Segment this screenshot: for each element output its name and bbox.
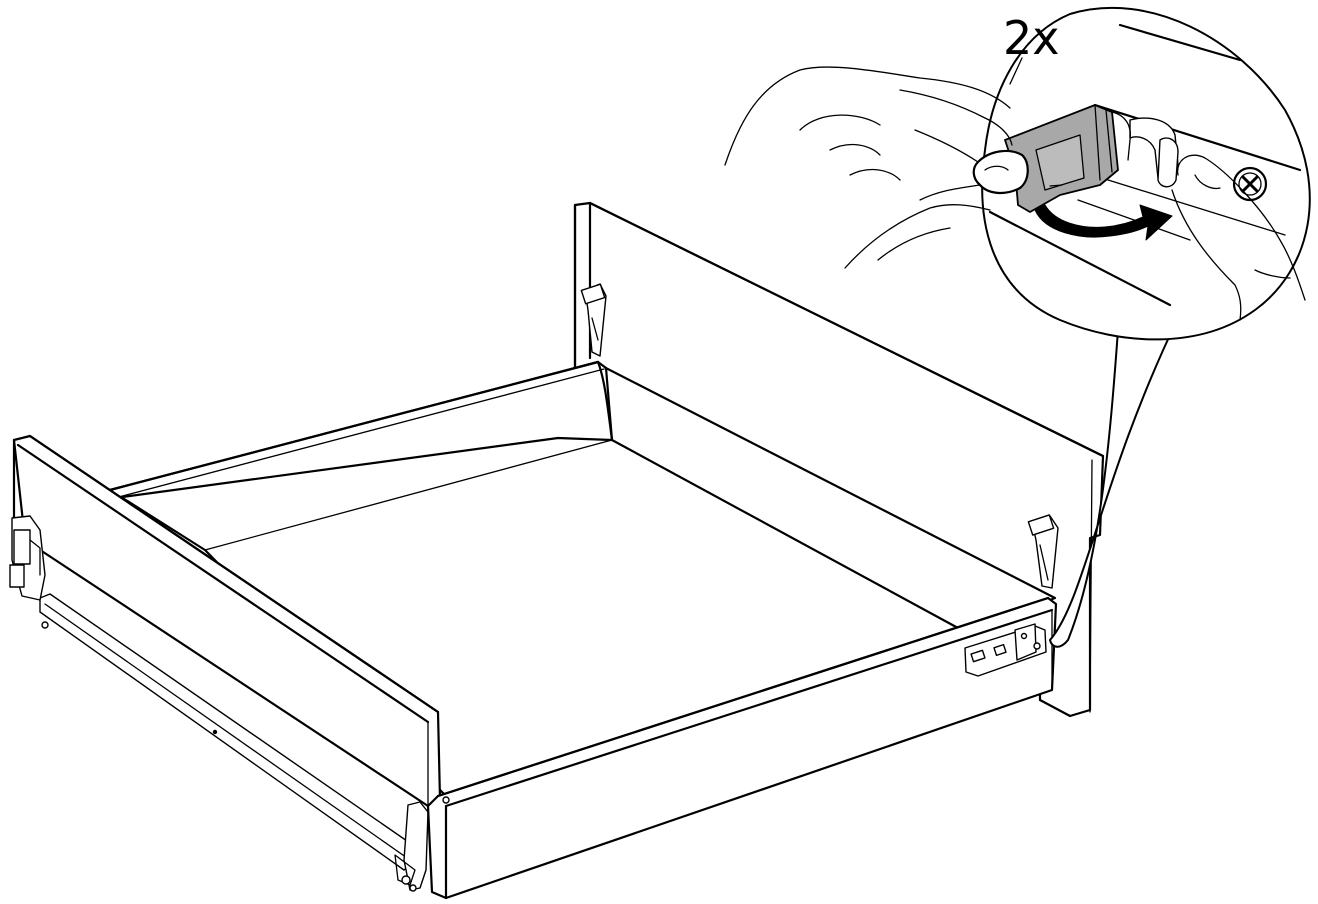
drawer-right-side-panel xyxy=(108,360,614,500)
front-bracket-bottom xyxy=(394,801,429,892)
right-hand-finger xyxy=(1171,154,1306,321)
quantity-label: 2x xyxy=(1003,11,1060,65)
detail-callout xyxy=(981,6,1311,648)
back-fitting-right xyxy=(1027,514,1059,589)
drawer-front-panel xyxy=(426,596,1058,900)
left-hand xyxy=(724,66,1029,269)
front-bracket-left xyxy=(9,515,49,629)
phillips-screw-icon xyxy=(1232,166,1268,202)
gray-release-clip xyxy=(1004,104,1131,213)
curved-arrow-icon xyxy=(1034,204,1173,241)
drawer-left-side-panel xyxy=(12,434,442,871)
latch-hook xyxy=(1129,117,1179,188)
back-fitting-left xyxy=(580,283,607,357)
front-fitting-plate xyxy=(964,623,1047,677)
quantity-label-group: 2x xyxy=(1003,11,1060,85)
